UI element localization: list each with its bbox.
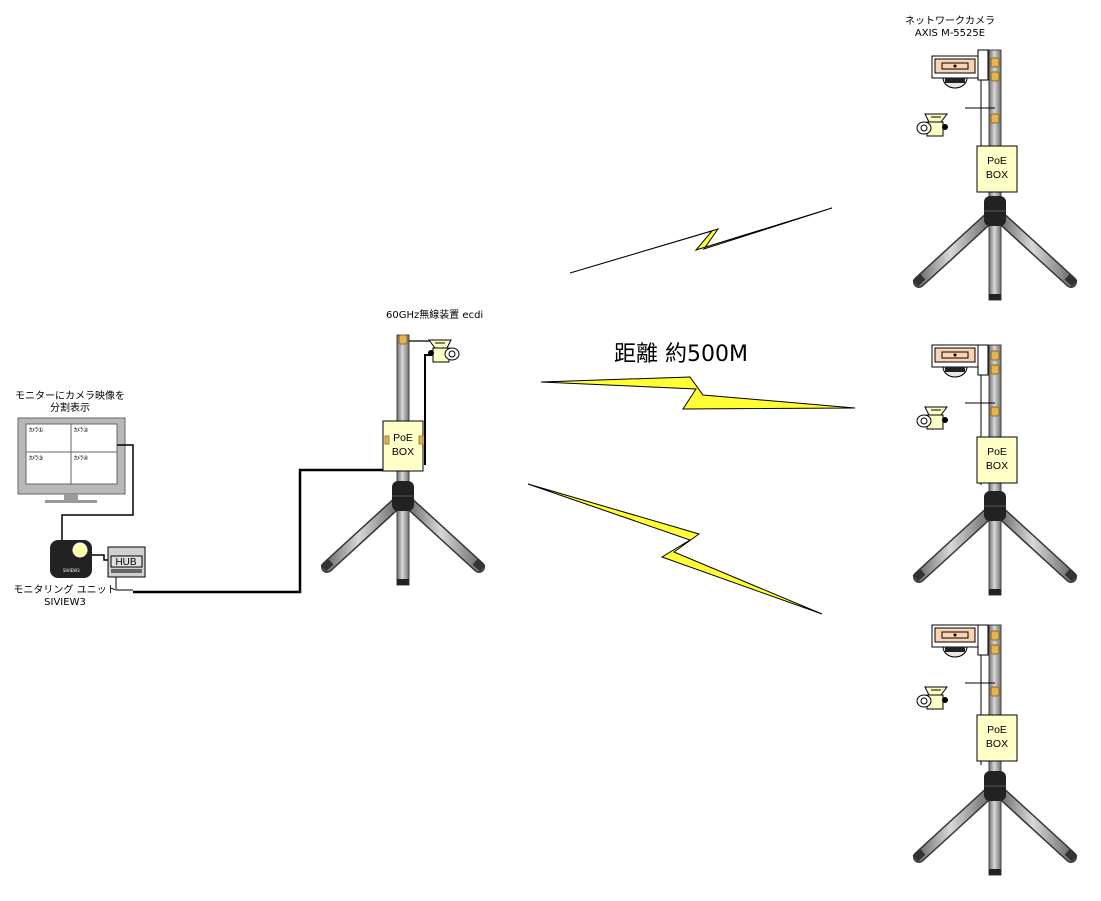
camera1-poe-box-line2: BOX bbox=[986, 169, 1008, 181]
monitor-caption-line1: モニターにカメラ映像を bbox=[15, 391, 125, 402]
wireless-link-bottom bbox=[527, 483, 823, 615]
monitor-pane-4: ｶﾒﾗ④ bbox=[74, 455, 88, 462]
camera3-poe-box-line2: BOX bbox=[986, 738, 1008, 750]
base-station-tripod: PoE BOX bbox=[321, 335, 486, 585]
camera-station-1: PoE BOX bbox=[913, 50, 1078, 300]
distance-label: 距離 約500M bbox=[614, 342, 748, 367]
hub-label: HUB bbox=[115, 557, 136, 568]
camera2-poe-box-line1: PoE bbox=[987, 446, 1007, 458]
base-station-label: 60GHz無線装置 ecdi bbox=[386, 310, 484, 321]
camera2-poe-box-line2: BOX bbox=[986, 460, 1008, 472]
monitor bbox=[17, 417, 126, 503]
camera3-poe-box-line1: PoE bbox=[987, 724, 1007, 736]
monitor-pane-1: ｶﾒﾗ① bbox=[29, 427, 43, 434]
monitoring-unit-label-line1: モニタリング ユニット bbox=[13, 585, 117, 596]
camera-label-line1: ネットワークカメラ bbox=[905, 16, 995, 27]
monitoring-unit: SIVIEW3 bbox=[50, 540, 92, 578]
monitor-pane-2: ｶﾒﾗ② bbox=[74, 427, 89, 434]
camera-station-3: PoE BOX bbox=[913, 625, 1078, 875]
camera1-poe-box-line1: PoE bbox=[987, 155, 1007, 167]
monitor-pane-3: ｶﾒﾗ③ bbox=[29, 455, 43, 462]
base-poe-box-line2: BOX bbox=[392, 446, 414, 458]
wireless-link-top bbox=[569, 207, 833, 274]
base-poe-box-line1: PoE bbox=[393, 432, 413, 444]
camera-label: ネットワークカメラ AXIS M-5525E bbox=[890, 16, 1010, 40]
monitoring-unit-brand: SIVIEW3 bbox=[63, 568, 80, 573]
hub: HUB bbox=[107, 546, 146, 578]
monitoring-unit-label-line2: SIVIEW3 bbox=[44, 597, 86, 608]
camera-label-line2: AXIS M-5525E bbox=[914, 28, 986, 39]
wireless-link-middle bbox=[540, 376, 856, 410]
monitor-caption: モニターにカメラ映像を 分割表示 bbox=[10, 391, 130, 415]
monitoring-unit-label: モニタリング ユニット SIVIEW3 bbox=[10, 585, 120, 609]
monitor-caption-line2: 分割表示 bbox=[50, 403, 90, 414]
camera-station-2: PoE BOX bbox=[913, 345, 1078, 595]
